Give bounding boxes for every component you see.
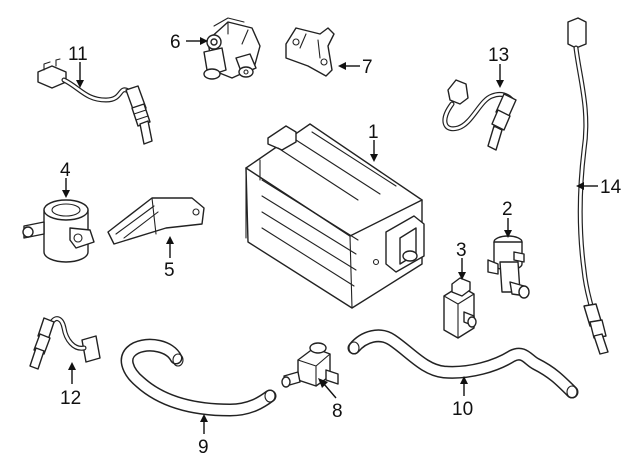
callout-12: 12	[60, 388, 81, 409]
part-8-valve[interactable]	[281, 342, 339, 388]
part-5-bracket[interactable]	[107, 197, 205, 245]
callout-labels: 11 6 7 13 1 14 4 2 5 3 12 8 9 10	[60, 32, 622, 458]
callout-9: 9	[198, 437, 209, 458]
part-7-bracket[interactable]	[285, 27, 335, 77]
part-3-pressure-sensor[interactable]	[443, 277, 477, 339]
leader-lines	[62, 37, 598, 434]
part-9-hose[interactable]	[120, 338, 277, 417]
callout-6: 6	[170, 32, 181, 53]
callout-13: 13	[488, 45, 509, 66]
part-2-solenoid-valve[interactable]	[487, 235, 530, 299]
callout-1: 1	[368, 122, 379, 143]
part-12-oxygen-sensor[interactable]	[29, 316, 101, 370]
part-14-oxygen-sensor-long[interactable]	[567, 17, 609, 355]
part-4-filter[interactable]	[22, 199, 95, 263]
callout-5: 5	[164, 260, 175, 281]
callout-4: 4	[60, 160, 71, 181]
part-6-purge-valve[interactable]	[203, 17, 261, 80]
callout-11: 11	[68, 44, 88, 65]
part-11-oxygen-sensor[interactable]	[37, 58, 153, 145]
callout-2: 2	[502, 199, 513, 220]
part-10-hose[interactable]	[347, 329, 579, 399]
callout-7: 7	[362, 57, 373, 78]
part-13-oxygen-sensor[interactable]	[442, 79, 517, 151]
callout-10: 10	[452, 399, 473, 420]
callout-8: 8	[332, 401, 343, 422]
part-1-canister[interactable]	[245, 123, 425, 309]
callout-3: 3	[456, 240, 467, 261]
callout-14: 14	[600, 177, 622, 198]
